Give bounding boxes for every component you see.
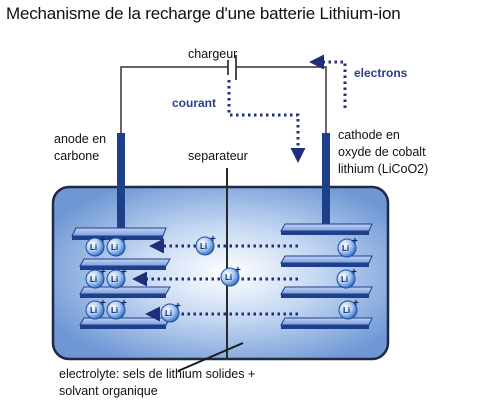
ion-charge: + — [121, 235, 127, 246]
ion-symbol: Li — [111, 306, 118, 315]
cathode-rod — [322, 133, 330, 229]
ion-charge: + — [121, 298, 127, 309]
lithium-ion: Li+ — [85, 298, 106, 320]
ion-charge: + — [175, 301, 181, 312]
ion-charge: + — [353, 298, 359, 309]
chargeur-label: chargeur — [188, 47, 238, 61]
ion-charge: + — [235, 265, 241, 276]
ion-charge: + — [100, 298, 106, 309]
ion-symbol: Li — [90, 275, 97, 284]
cathode-label: cathode en oxyde de cobalt lithium (LiCo… — [338, 128, 429, 176]
circuit-wire — [120, 66, 327, 135]
ion-symbol: Li — [225, 273, 232, 282]
electrons-label: electrons — [354, 66, 408, 80]
cathode-plate — [280, 223, 373, 235]
cathode-plate — [280, 255, 373, 267]
cathode-plate — [280, 317, 373, 329]
ion-charge: + — [210, 234, 216, 245]
courant-label: courant — [172, 96, 217, 110]
ion-symbol: Li — [90, 306, 97, 315]
ion-charge: + — [352, 236, 358, 247]
ion-charge: + — [121, 267, 127, 278]
electrolyte-pointer — [177, 342, 244, 372]
separateur-label: separateur — [188, 149, 248, 163]
lithium-ion: Li+ — [337, 236, 358, 258]
electrons-arrow — [309, 54, 347, 108]
ion-symbol: Li — [165, 309, 172, 318]
lithium-ion: Li+ — [85, 235, 106, 257]
ion-symbol: Li — [90, 243, 97, 252]
lithium-ions: Li+Li+Li+Li+Li+Li+Li+Li+Li+Li+Li+Li+ — [85, 234, 359, 323]
anode-plate — [79, 317, 171, 329]
lithium-ion: Li+ — [106, 298, 127, 320]
diagram-title: Mechanisme de la recharge d'une batterie… — [6, 4, 401, 23]
charger-symbol — [227, 55, 237, 80]
lithium-ion: Li+ — [195, 234, 216, 256]
ion-charge: + — [100, 267, 106, 278]
ion-charge: + — [100, 235, 106, 246]
lithium-ion: Li+ — [160, 301, 181, 323]
external-arrows — [227, 54, 347, 163]
anode-label: anode en carbone — [54, 132, 107, 163]
ion-symbol: Li — [341, 275, 348, 284]
anode-rod — [117, 133, 125, 229]
courant-arrow — [227, 80, 306, 163]
lithium-ion: Li+ — [85, 267, 106, 289]
anode-plate — [79, 258, 171, 270]
ion-symbol: Li — [111, 243, 118, 252]
lithium-ion: Li+ — [338, 298, 359, 320]
lithium-ion: Li+ — [106, 267, 127, 289]
lithium-ion: Li+ — [220, 265, 241, 287]
ion-symbol: Li — [342, 244, 349, 253]
anode-plate — [79, 286, 171, 298]
ion-symbol: Li — [343, 306, 350, 315]
electrolyte-label: electrolyte: sels de lithium solides + s… — [59, 367, 256, 398]
ion-symbol: Li — [200, 242, 207, 251]
ion-charge: + — [351, 267, 357, 278]
ion-arrows — [132, 238, 298, 322]
lithium-ion: Li+ — [106, 235, 127, 257]
cathode-plate — [280, 286, 373, 298]
lithium-ion: Li+ — [336, 267, 357, 289]
ion-symbol: Li — [111, 275, 118, 284]
